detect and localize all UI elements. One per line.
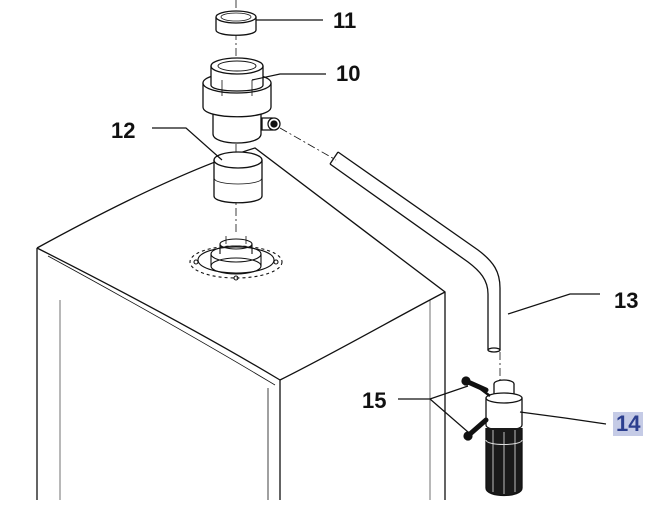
boiler-casing bbox=[36, 147, 446, 500]
callout-14-highlighted[interactable]: 14 bbox=[613, 412, 644, 436]
leader-line-15 bbox=[398, 385, 469, 433]
callout-13: 13 bbox=[614, 288, 639, 313]
part-11-seal-ring bbox=[215, 10, 257, 36]
callout-15: 15 bbox=[362, 388, 387, 413]
part-12-insert-pipe bbox=[213, 151, 263, 204]
part-10-flue-adaptor bbox=[202, 57, 281, 144]
callout-10: 10 bbox=[336, 61, 361, 86]
hose-axis-line bbox=[279, 127, 337, 161]
part-13-condensate-hose bbox=[329, 151, 501, 353]
callout-11: 11 bbox=[333, 8, 357, 33]
part-14-siphon bbox=[485, 379, 523, 497]
flue-opening bbox=[189, 236, 283, 281]
leader-line-14 bbox=[519, 411, 607, 425]
callout-12: 12 bbox=[111, 118, 136, 143]
leader-line-10 bbox=[251, 73, 326, 81]
leader-line-12 bbox=[152, 127, 223, 161]
leader-line-13 bbox=[507, 293, 600, 315]
